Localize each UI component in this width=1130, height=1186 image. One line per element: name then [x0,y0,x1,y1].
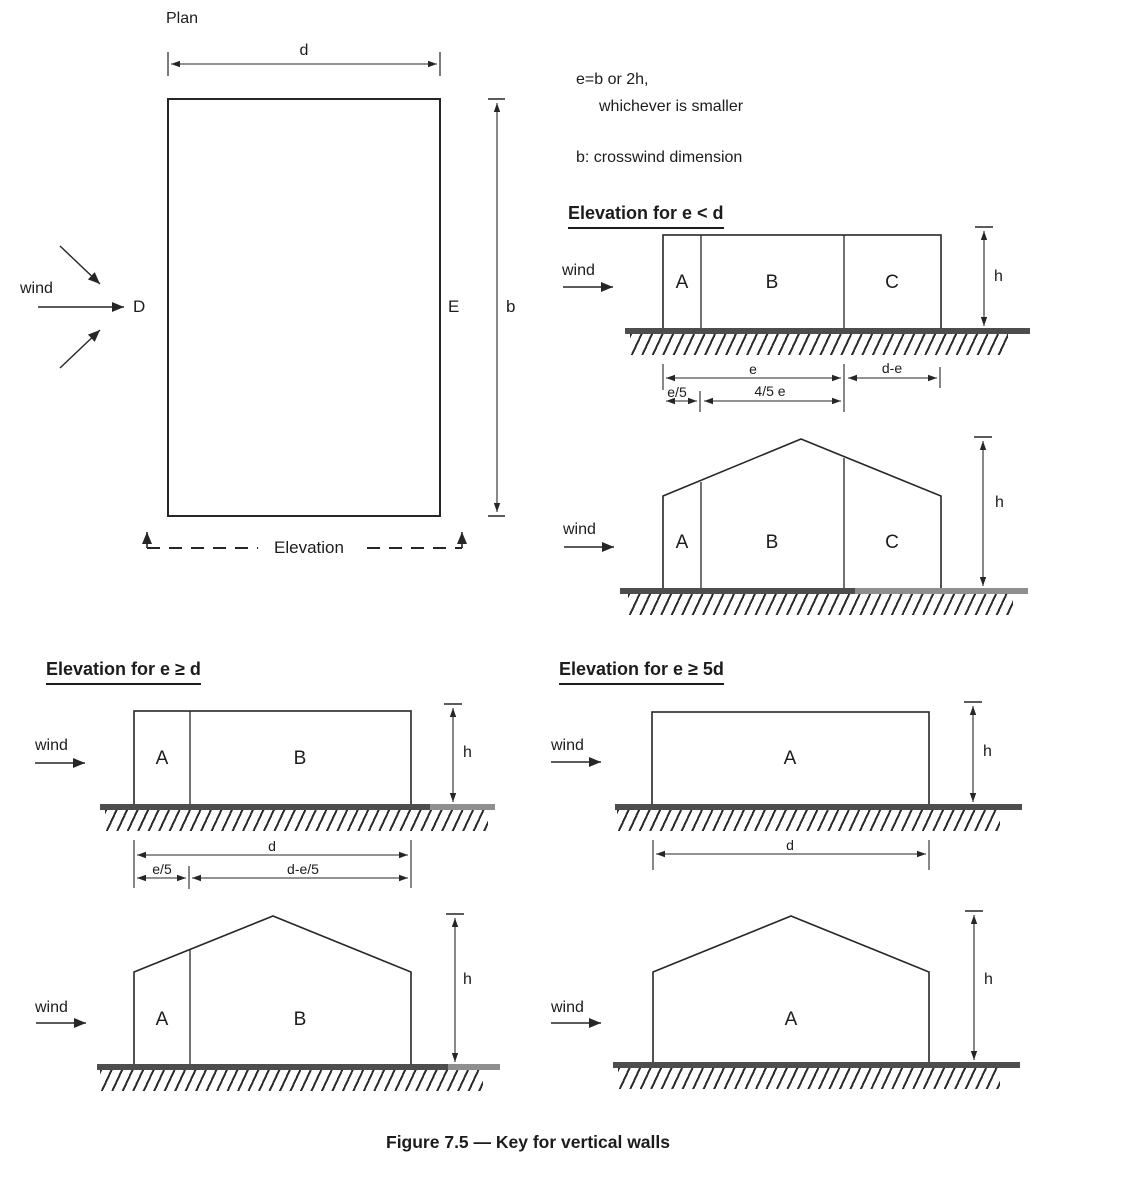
h-dim-label: h [994,268,1003,285]
heading-e-ge-d: Elevation for e ≥ d [46,659,201,685]
ground-hatching [617,810,1000,831]
zone-e-label: E [448,297,460,316]
zone-a-label: A [155,748,169,769]
elevation-e-ge-d-flat [35,703,462,889]
ground-line [625,328,1030,334]
ground-line-light [855,588,1028,594]
ground-line [620,588,855,594]
building-outline [133,915,412,1067]
elevation-e-lt-d-pitched [564,436,992,590]
elevation-e-ge-d-pitched [36,913,464,1067]
zone-a-label: A [155,1009,169,1030]
d-dim-label: d [786,837,794,853]
note-e-definition-cont: whichever is smaller [599,98,744,115]
wind-label: wind [35,737,68,754]
zone-d-label: D [133,297,146,316]
elevation-e-lt-d-flat [563,226,993,412]
plan-view [38,52,505,549]
zone-a-label: A [675,272,689,293]
ground-line [615,804,1022,810]
elevation-cut-label: Elevation [258,538,360,558]
wind-label: wind [35,999,68,1016]
zone-c-label: C [885,532,899,553]
h-dim-label: h [463,744,472,761]
e-over-5-dim-label: e/5 [667,384,687,400]
figure-caption: Figure 7.5 — Key for vertical walls [386,1132,670,1152]
plan-b-dim-label: b [506,297,516,316]
zone-b-label: B [293,1009,307,1030]
note-b-definition: b: crosswind dimension [576,149,743,166]
heading-e-ge-5d: Elevation for e ≥ 5d [559,659,724,685]
h-dim-label: h [995,494,1004,511]
plan-title: Plan [166,10,199,27]
wind-label: wind [551,737,584,754]
ground-hatching [100,1070,483,1091]
ground-hatching [618,1068,1000,1089]
e-over-5-dim-label: e/5 [152,861,172,877]
heading-e-lt-d: Elevation for e < d [568,203,724,229]
plan-d-dim-label: d [299,42,309,59]
ground-hatching [628,594,1013,615]
ground-line [97,1064,448,1070]
h-dim-label: h [984,971,993,988]
wind-label: wind [562,262,595,279]
d-minus-e-over-5-dim-label: d-e/5 [287,861,319,877]
wind-arrow-lower [59,329,101,369]
wind-label: wind [563,521,596,538]
ground-line [613,1062,1020,1068]
zone-a-label: A [784,1009,798,1030]
zone-a-label: A [783,748,797,769]
elevation-e-ge-5d-flat [551,701,982,870]
plan-wind-label: wind [20,280,53,297]
ground-line-light [448,1064,500,1070]
ground-line [100,804,430,810]
h-dim-label: h [983,743,992,760]
d-dim-label: d [268,838,276,854]
h-dim-label: h [463,971,472,988]
zone-b-label: B [765,532,779,553]
zone-c-label: C [885,272,899,293]
zone-b-label: B [293,748,307,769]
elevation-e-ge-5d-pitched [551,910,983,1065]
zone-a-label: A [675,532,689,553]
wind-arrow-upper [59,245,101,285]
ground-hatching [105,810,488,831]
e-dim-label: e [749,361,757,377]
four-fifths-e-dim-label: 4/5 e [754,383,786,399]
plan-building-outline [167,98,441,517]
wind-label: wind [551,999,584,1016]
building-outline [652,915,930,1065]
zone-b-label: B [765,272,779,293]
ground-line-light [430,804,495,810]
d-minus-e-dim-label: d-e [881,360,903,376]
note-e-definition: e=b or 2h, [576,71,649,88]
building-outline [662,438,942,590]
ground-hatching [630,334,1008,355]
